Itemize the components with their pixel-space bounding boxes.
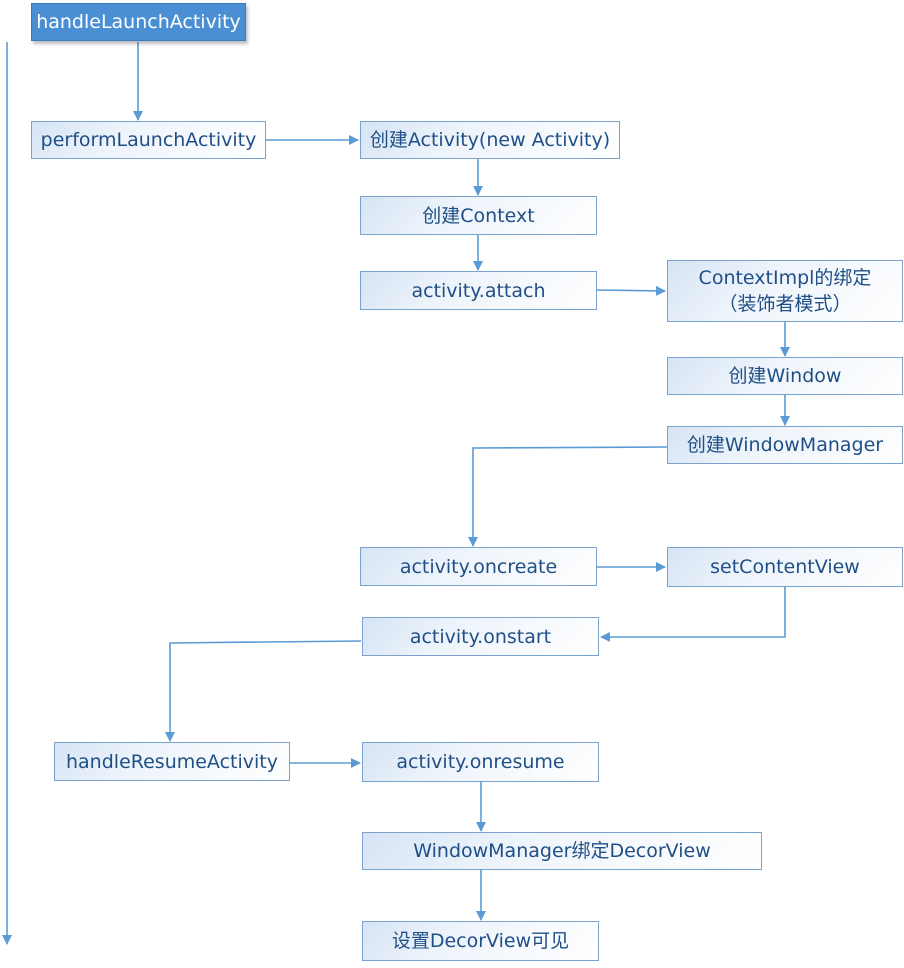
node-set-content-view: setContentView: [667, 547, 903, 587]
node-create-activity: 创建Activity(new Activity): [360, 121, 620, 159]
arrow-attach-to-contextimpl: [596, 285, 666, 296]
node-activity-onresume: activity.onresume: [362, 742, 599, 782]
arrow-onstart-to-handleresume: [165, 640, 362, 742]
node-handle-launch-activity: handleLaunchActivity: [31, 3, 246, 41]
node-perform-launch-activity: performLaunchActivity: [31, 121, 266, 159]
node-activity-onstart: activity.onstart: [362, 617, 599, 656]
arrow-createwm-to-oncreate: [468, 446, 668, 547]
contextimpl-line-1: ContextImpl的绑定: [698, 267, 872, 289]
node-create-context: 创建Context: [360, 196, 597, 235]
node-activity-oncreate: activity.oncreate: [360, 547, 597, 586]
contextimpl-line-2: （装饰者模式）: [718, 293, 852, 315]
node-handle-resume-activity: handleResumeActivity: [54, 742, 290, 781]
node-contextimpl-binding: ContextImpl的绑定 （装饰者模式）: [667, 260, 903, 322]
node-create-window: 创建Window: [667, 357, 903, 395]
node-wm-bind-decorview: WindowManager绑定DecorView: [362, 832, 762, 870]
node-activity-attach: activity.attach: [360, 271, 597, 310]
node-create-window-manager: 创建WindowManager: [667, 426, 903, 464]
arrow-setcontentview-to-onstart: [600, 587, 786, 642]
node-decorview-visible: 设置DecorView可见: [362, 921, 599, 961]
